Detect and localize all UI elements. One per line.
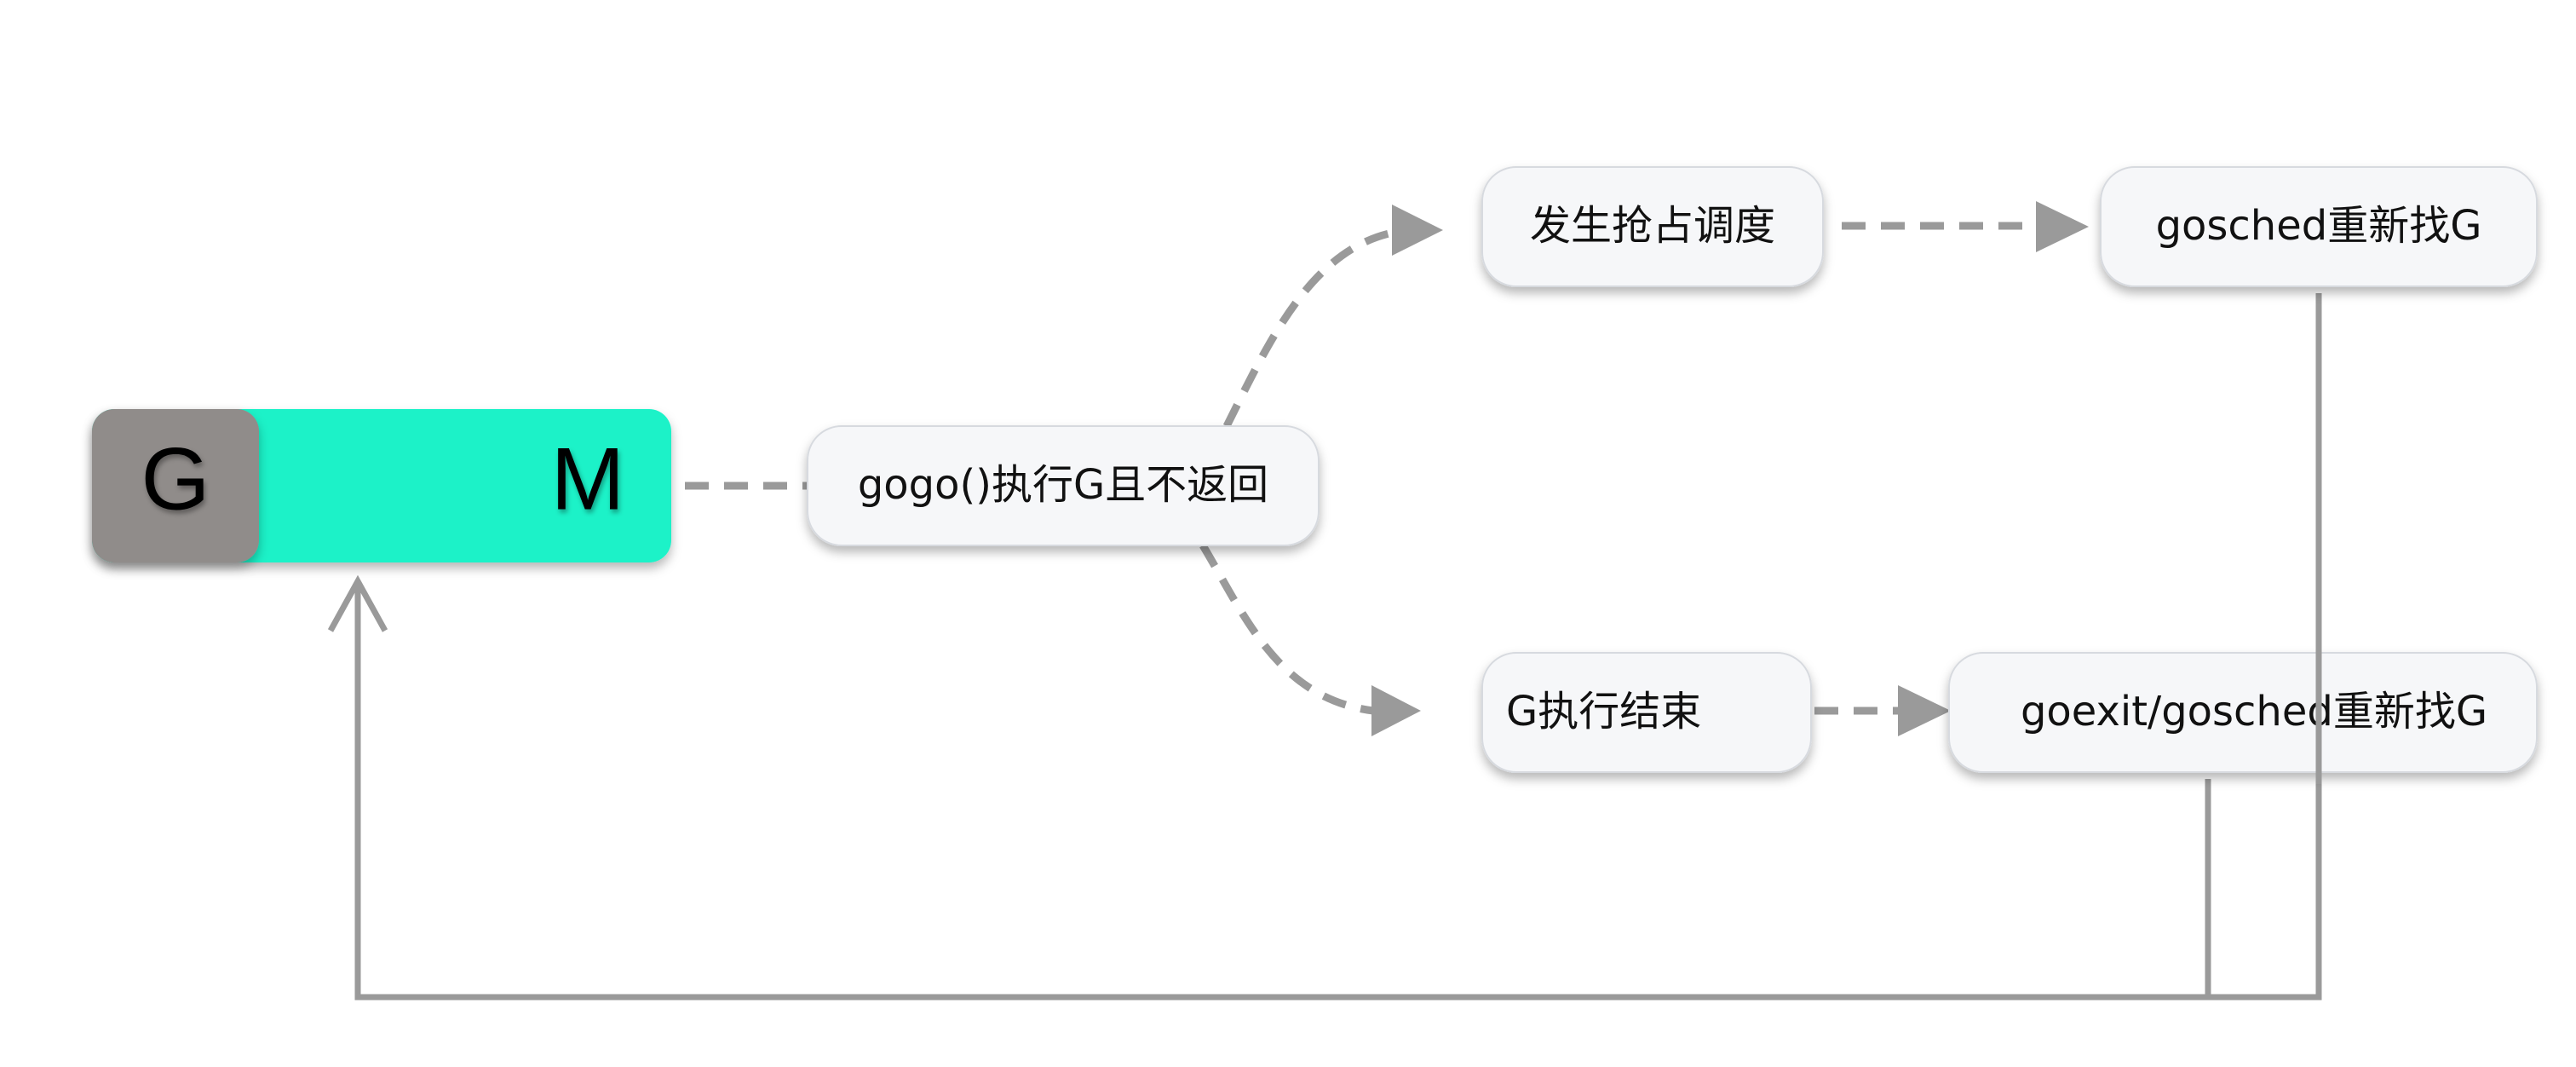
node-gogo-label: gogo()执行G且不返回 bbox=[858, 461, 1268, 509]
node-gosched-top: gosched重新找G bbox=[2100, 166, 2538, 287]
node-preempt: 发生抢占调度 bbox=[1481, 166, 1824, 287]
g-label: G bbox=[141, 430, 210, 528]
arrowhead-to-g-finished bbox=[1371, 685, 1421, 736]
arrowhead-to-preempt bbox=[1392, 205, 1443, 256]
node-g-finished-label: G执行结束 bbox=[1506, 688, 1701, 735]
node-g-finished: G执行结束 bbox=[1481, 652, 1812, 773]
return-line-from-gosched bbox=[354, 293, 2322, 1001]
m-label: M bbox=[551, 430, 625, 528]
connector-gogo-to-g-finished bbox=[1199, 543, 1374, 715]
gm-block: G M bbox=[92, 409, 671, 562]
arrowhead-to-gosched bbox=[2036, 201, 2089, 252]
node-goexit-gosched-label: goexit/gosched重新找G bbox=[2021, 688, 2487, 735]
node-gosched-top-label: gosched重新找G bbox=[2156, 202, 2482, 250]
node-goexit-gosched: goexit/gosched重新找G bbox=[1948, 652, 2538, 773]
connector-gogo-to-preempt bbox=[1222, 228, 1398, 429]
node-gogo: gogo()执行G且不返回 bbox=[807, 425, 1320, 546]
g-block bbox=[92, 409, 259, 562]
node-preempt-label: 发生抢占调度 bbox=[1530, 202, 1775, 250]
return-arrowhead-open bbox=[327, 574, 388, 632]
arrowhead-to-goexit bbox=[1898, 685, 1951, 736]
